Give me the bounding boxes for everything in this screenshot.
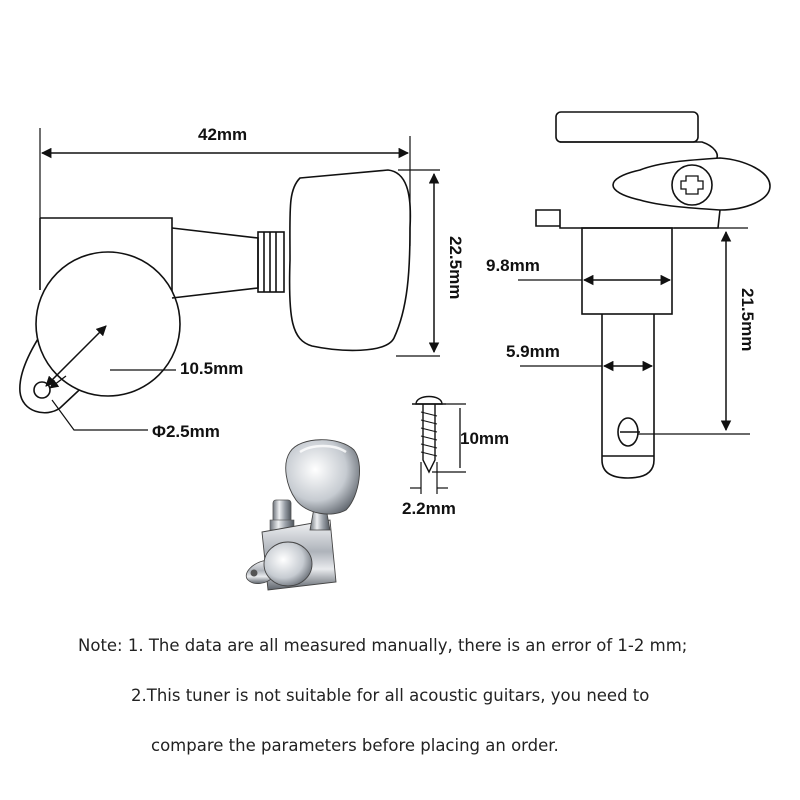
- dim-button-height: 22.5mm: [396, 169, 465, 357]
- note-line-3: compare the parameters before placing an…: [151, 736, 559, 755]
- label-button-height: 22.5mm: [446, 236, 465, 299]
- label-housing-radius: 10.5mm: [180, 359, 243, 378]
- tuner-button: [288, 169, 412, 352]
- screw-head: [415, 395, 443, 405]
- string-post: [581, 227, 673, 315]
- tuner-product-photo: [245, 439, 360, 591]
- label-post-height: 21.5mm: [738, 288, 757, 351]
- phillips-screw: [671, 164, 713, 206]
- dim-screw-diameter: 2.2mm: [402, 462, 456, 518]
- ribbed-collar: [257, 231, 285, 293]
- dim-post-height: 21.5mm: [638, 227, 757, 435]
- label-screw-length: 10mm: [460, 429, 509, 448]
- label-post-diameter: 9.8mm: [486, 256, 540, 275]
- label-total-length: 42mm: [198, 125, 247, 144]
- tuner-neck: [171, 227, 259, 299]
- dim-shaft-diameter: 5.9mm: [506, 342, 654, 372]
- mount-hole: [33, 381, 51, 399]
- tuner-front-profile: [535, 111, 771, 479]
- mounting-screw: [412, 395, 446, 474]
- dim-total-length: 42mm: [39, 125, 411, 246]
- label-shaft-diameter: 5.9mm: [506, 342, 560, 361]
- photo-button: [285, 439, 360, 515]
- top-cap: [555, 111, 699, 143]
- dim-screw-length: 10mm: [432, 403, 509, 473]
- note-line-2: 2.This tuner is not suitable for all aco…: [131, 686, 650, 705]
- label-mount-hole: Φ2.5mm: [152, 422, 220, 441]
- dim-housing-radius: 10.5mm: [45, 325, 243, 387]
- photo-gear-cap: [263, 541, 313, 587]
- dim-mount-hole: Φ2.5mm: [49, 375, 220, 441]
- label-screw-diameter: 2.2mm: [402, 499, 456, 518]
- dim-post-diameter: 9.8mm: [486, 256, 672, 286]
- note-line-1: Note: 1. The data are all measured manua…: [78, 636, 688, 655]
- string-shaft: [601, 314, 655, 479]
